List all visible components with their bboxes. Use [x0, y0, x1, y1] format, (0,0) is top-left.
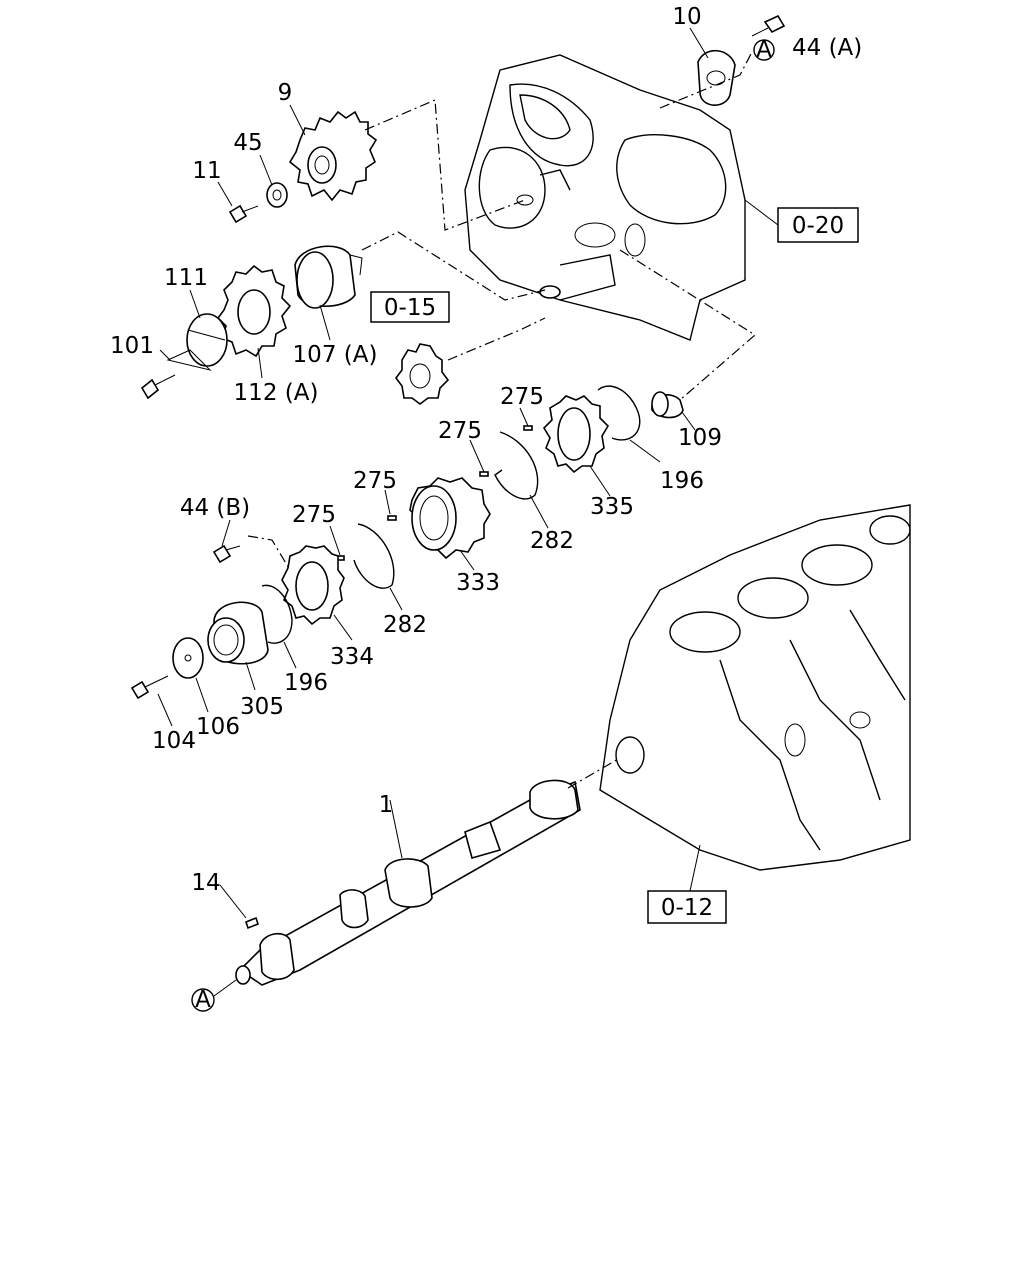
label-10: 10 — [672, 4, 701, 30]
label-196-upper: 196 — [660, 468, 704, 494]
label-11: 11 — [192, 158, 221, 184]
assembly-lines — [166, 51, 757, 789]
label-196-lower: 196 — [284, 670, 328, 696]
marker-a-top: A — [756, 37, 772, 63]
snap-ring-196-lower — [261, 584, 293, 644]
idler-gear-9 — [288, 110, 378, 202]
leader-lines — [157, 27, 709, 919]
marker-a-bottom-circle — [191, 988, 215, 1012]
label-112a: 112 (A) — [234, 380, 319, 406]
gear-335 — [542, 395, 610, 474]
ref-label-0-12: 0-12 — [661, 895, 713, 921]
ref-box-0-20 — [777, 207, 859, 243]
ref-label-0-20: 0-20 — [792, 213, 844, 239]
timing-gear-case — [464, 54, 746, 341]
crank-gear-0-15 — [395, 343, 450, 405]
bolt-11 — [228, 204, 259, 224]
pin-275-b — [479, 471, 489, 477]
label-14: 14 — [191, 870, 220, 896]
gear-334 — [281, 545, 345, 626]
bolt-44b — [212, 544, 241, 564]
label-101: 101 — [110, 333, 154, 359]
label-104: 104 — [152, 728, 196, 754]
ref-box-0-12 — [647, 890, 727, 924]
plate-111 — [186, 313, 228, 367]
label-111: 111 — [164, 265, 208, 291]
label-9: 9 — [278, 80, 293, 106]
label-45: 45 — [233, 130, 262, 156]
washer-45 — [266, 182, 288, 208]
label-275-a: 275 — [500, 384, 544, 410]
gasket-10 — [697, 49, 736, 106]
idler-shaft-107a — [294, 245, 363, 309]
label-275-c: 275 — [353, 468, 397, 494]
bolt-104 — [130, 675, 169, 700]
marker-a-top-circle — [753, 39, 775, 61]
pin-275-a — [523, 425, 533, 431]
label-44b: 44 (B) — [180, 495, 250, 521]
label-335: 335 — [590, 494, 634, 520]
pin-275-c — [387, 515, 397, 521]
ref-label-0-15: 0-15 — [384, 295, 436, 321]
gear-112a — [216, 264, 292, 358]
label-275-b: 275 — [438, 418, 482, 444]
ring-282-lower — [353, 523, 395, 589]
ring-282-upper — [494, 431, 539, 500]
bolt-44a — [751, 14, 786, 37]
cylinder-block — [599, 504, 911, 871]
label-107a: 107 (A) — [293, 342, 378, 368]
key-14 — [245, 916, 259, 930]
gear-333 — [409, 477, 491, 560]
washer-106 — [172, 637, 204, 679]
camshaft-1 — [235, 779, 581, 986]
label-1: 1 — [379, 792, 394, 818]
spacer-305 — [207, 601, 269, 665]
label-44a: 44 (A) — [792, 35, 862, 61]
label-305: 305 — [240, 694, 284, 720]
label-333: 333 — [456, 570, 500, 596]
label-275-d: 275 — [292, 502, 336, 528]
label-282-lower: 282 — [383, 612, 427, 638]
label-109: 109 — [678, 425, 722, 451]
ref-box-0-15 — [370, 291, 450, 323]
marker-a-bottom: A — [195, 987, 211, 1013]
bushing-109 — [651, 391, 684, 419]
label-282-upper: 282 — [530, 528, 574, 554]
bolt-101 — [140, 374, 176, 400]
snap-ring-196-upper — [597, 385, 641, 441]
label-106: 106 — [196, 714, 240, 740]
label-334: 334 — [330, 644, 374, 670]
